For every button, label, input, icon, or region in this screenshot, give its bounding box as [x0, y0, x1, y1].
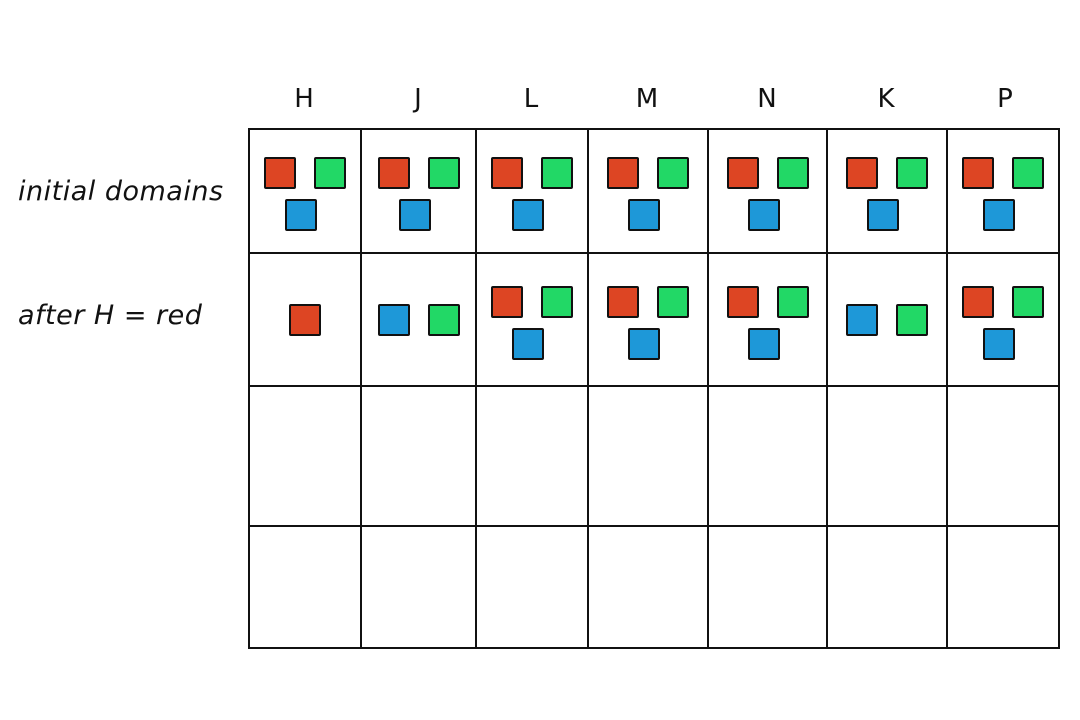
- green-domain-square: [314, 157, 346, 189]
- blue-domain-square: [983, 199, 1015, 231]
- grid-divider: [248, 385, 1060, 387]
- red-domain-square: [846, 157, 878, 189]
- green-domain-square: [657, 285, 689, 318]
- green-domain-square: [1012, 157, 1044, 189]
- blue-domain-square: [867, 199, 899, 231]
- blue-domain-square: [747, 199, 780, 231]
- grid-divider: [826, 128, 828, 649]
- red-domain-square: [607, 157, 639, 189]
- grid-divider: [946, 128, 948, 649]
- red-domain-square: [491, 285, 523, 318]
- green-domain-square: [657, 157, 689, 189]
- blue-domain-square: [512, 327, 544, 360]
- green-domain-square: [541, 157, 573, 189]
- blue-domain-square: [747, 327, 780, 360]
- blue-domain-square: [512, 199, 544, 231]
- grid-divider: [475, 128, 477, 649]
- green-domain-square: [776, 157, 809, 189]
- red-domain-square: [607, 285, 639, 318]
- red-domain-square: [962, 157, 994, 189]
- blue-domain-square: [983, 327, 1015, 360]
- row-label-initial: initial domains: [18, 176, 224, 207]
- green-domain-square: [896, 303, 928, 336]
- grid-divider: [707, 128, 709, 649]
- column-label-j: J: [414, 84, 422, 114]
- column-label-k: K: [877, 84, 895, 114]
- grid-divider: [248, 525, 1060, 527]
- green-domain-square: [427, 157, 460, 189]
- column-label-p: P: [997, 84, 1013, 114]
- column-label-l: L: [523, 84, 539, 114]
- column-label-h: H: [294, 84, 314, 114]
- green-domain-square: [776, 285, 809, 318]
- blue-domain-square: [377, 303, 410, 336]
- green-domain-square: [427, 303, 460, 336]
- red-domain-square: [726, 157, 759, 189]
- blue-domain-square: [628, 327, 660, 360]
- blue-domain-square: [285, 199, 317, 231]
- green-domain-square: [1012, 285, 1044, 318]
- red-domain-square: [962, 285, 994, 318]
- red-domain-square: [264, 157, 296, 189]
- blue-domain-square: [628, 199, 660, 231]
- red-domain-square: [491, 157, 523, 189]
- blue-domain-square: [398, 199, 431, 231]
- red-domain-square: [289, 303, 321, 336]
- grid-divider: [587, 128, 589, 649]
- domain-grid: [248, 128, 1060, 649]
- grid-divider: [360, 128, 362, 649]
- red-domain-square: [726, 285, 759, 318]
- column-label-m: M: [635, 84, 659, 114]
- row-label-after: after H = red: [18, 300, 203, 331]
- green-domain-square: [896, 157, 928, 189]
- green-domain-square: [541, 285, 573, 318]
- red-domain-square: [377, 157, 410, 189]
- grid-divider: [248, 252, 1060, 254]
- blue-domain-square: [846, 303, 878, 336]
- column-label-n: N: [757, 84, 777, 114]
